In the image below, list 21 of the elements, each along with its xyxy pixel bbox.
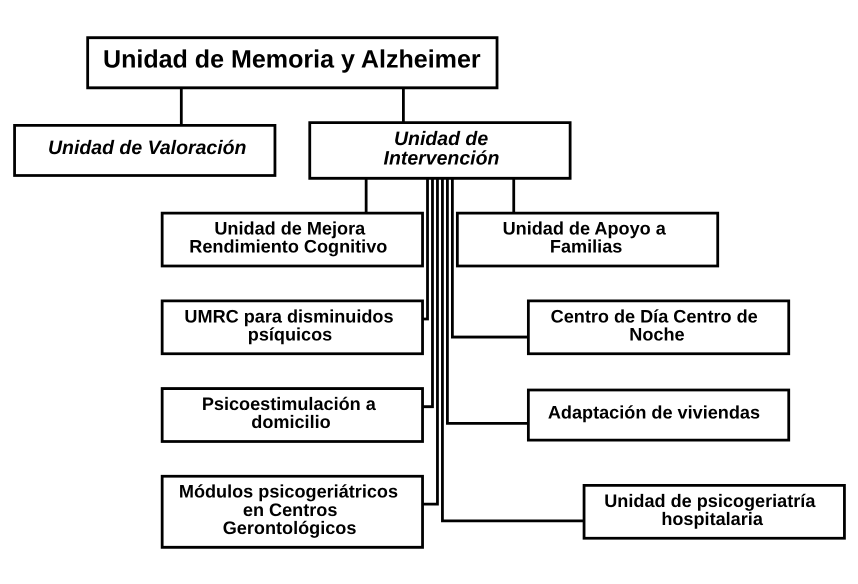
node-box: Unidad de Intervención bbox=[308, 120, 572, 180]
node-box: Psicoestimulación a domicilio bbox=[160, 386, 424, 442]
connector bbox=[422, 178, 428, 320]
node-box: Unidad de Mejora Rendimiento Cognitivo bbox=[160, 211, 424, 267]
connector bbox=[422, 178, 438, 506]
connector bbox=[440, 178, 584, 522]
connector bbox=[446, 178, 528, 424]
node-box: Centro de Día Centro de Noche bbox=[526, 298, 790, 355]
connector bbox=[364, 178, 368, 213]
connector bbox=[450, 178, 528, 338]
node-box: UMRC para disminuidos psíquicos bbox=[160, 298, 424, 355]
connector bbox=[512, 178, 515, 213]
node-box: Adaptación de viviendas bbox=[526, 388, 790, 441]
node-box: Unidad de psicogeriatría hospitalaria bbox=[582, 483, 846, 540]
node-box: Unidad de Apoyo a Familias bbox=[455, 211, 719, 267]
connector bbox=[422, 178, 434, 408]
connector bbox=[402, 88, 404, 122]
node-box: Unidad de Valoración bbox=[12, 124, 276, 176]
node-box: Módulos psicogeriátricos en Centros Gerontológicos bbox=[160, 474, 424, 548]
connector bbox=[179, 88, 182, 124]
node-box: Unidad de Memoria y Alzheimer bbox=[86, 36, 498, 89]
